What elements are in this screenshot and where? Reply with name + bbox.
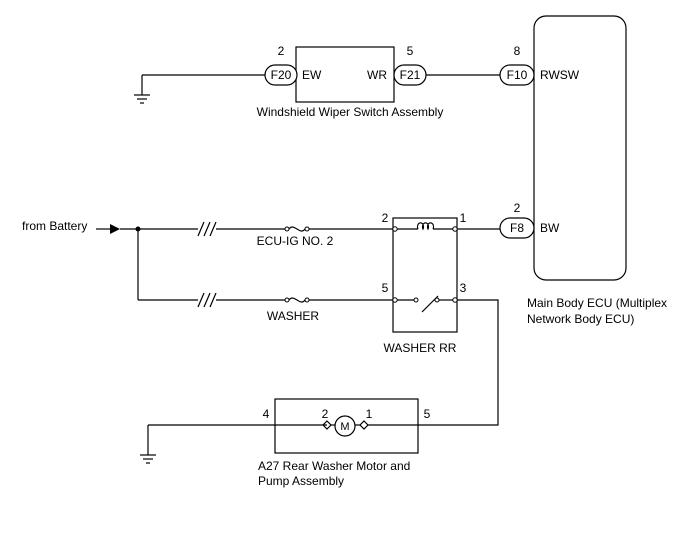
- connector-f10-label: F10: [507, 68, 528, 82]
- ground-symbol-top: [134, 75, 150, 104]
- relay-pin-2: 2: [382, 211, 389, 225]
- wire-break-bottom: [196, 292, 222, 308]
- fuse-ecu-ig-label: ECU-IG NO. 2: [257, 234, 334, 248]
- fuse-ecu-ig-icon: [284, 226, 310, 232]
- relay-contact-left: [413, 297, 419, 303]
- motor-label-line2: Pump Assembly: [258, 474, 344, 488]
- connector-f20-label: F20: [271, 68, 292, 82]
- connector-f21-label: F21: [400, 68, 421, 82]
- ecu-label-line2: Network Body ECU): [527, 312, 634, 326]
- relay-pin-3: 3: [460, 281, 467, 295]
- ground-symbol-bottom: [140, 425, 156, 464]
- motor-icon: [334, 415, 356, 437]
- relay-pin-1: 1: [460, 211, 467, 225]
- motor-symbol: M: [340, 421, 349, 433]
- relay-terminal-5: [392, 297, 398, 303]
- relay-contact-right: [434, 297, 440, 303]
- terminal-wr: WR: [367, 68, 387, 82]
- washer-rr-relay-box: [392, 217, 458, 333]
- terminal-rwsw: RWSW: [540, 68, 580, 82]
- connector-f10: [499, 64, 535, 86]
- wiper-switch-label: Windshield Wiper Switch Assembly: [257, 105, 444, 119]
- terminal-ew: EW: [302, 68, 322, 82]
- fuse-washer-icon: [284, 297, 310, 303]
- fuse-washer-label: WASHER: [267, 309, 320, 323]
- relay-pin-5: 5: [382, 281, 389, 295]
- relay-terminal-3: [452, 297, 458, 303]
- pin-f10: 8: [514, 44, 521, 58]
- relay-terminal-1: [452, 226, 458, 232]
- motor-terminal-left-icon: [322, 420, 332, 430]
- pin-f8: 2: [514, 201, 521, 215]
- battery-label: from Battery: [22, 219, 87, 233]
- connector-f8: [499, 217, 535, 239]
- wire-relay-to-motor: [418, 299, 499, 426]
- motor-terminal-right-icon: [359, 420, 369, 430]
- wiper-switch-box: [295, 46, 395, 103]
- wire-break-top: [196, 221, 222, 237]
- main-body-ecu-box: [533, 15, 627, 281]
- motor-pin-4: 4: [263, 407, 270, 421]
- ecu-label-line1: Main Body ECU (Multiplex: [527, 296, 667, 310]
- relay-label: WASHER RR: [384, 341, 457, 355]
- motor-label-line1: A27 Rear Washer Motor and: [258, 459, 410, 473]
- connector-f8-label: F8: [510, 221, 524, 235]
- motor-pin-2: 2: [322, 407, 329, 421]
- relay-coil-icon: [416, 222, 435, 231]
- pin-f20: 2: [278, 44, 285, 58]
- relay-terminal-2: [392, 226, 398, 232]
- terminal-bw: BW: [540, 221, 560, 235]
- motor-pin-1: 1: [366, 407, 373, 421]
- connector-f20: [264, 64, 298, 86]
- motor-pin-5: 5: [424, 407, 431, 421]
- battery-arrow-icon: [110, 224, 120, 234]
- pin-f21: 5: [407, 44, 414, 58]
